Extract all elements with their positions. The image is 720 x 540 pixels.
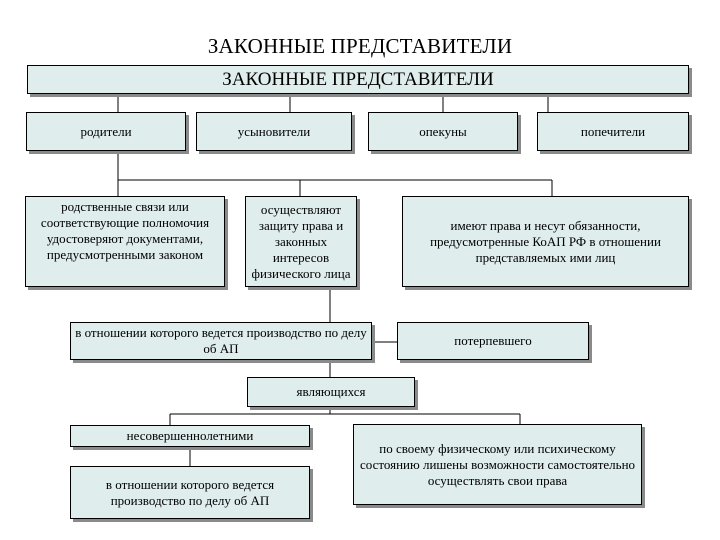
category-trustees: попечители — [537, 112, 689, 151]
description-kinship-text: родственные связи или соответствующие по… — [40, 199, 210, 262]
being-text: являющихся — [296, 384, 366, 399]
description-rights-text: имеют права и несут обязанности, предусм… — [430, 217, 661, 265]
category-adopters: усыновители — [196, 112, 352, 151]
category-parents-label: родители — [80, 123, 132, 139]
description-protect-text: осуществляют защиту права и законных инт… — [251, 201, 351, 281]
subject-proceeding-person-text: в отношении которого ведется производств… — [75, 325, 367, 356]
subject-victim: потерпевшего — [397, 322, 589, 360]
category-guardians: опекуны — [368, 112, 518, 151]
description-protect: осуществляют защиту права и законных инт… — [245, 196, 357, 287]
condition-proceeding-person-text: в отношении которого ведется производств… — [105, 476, 275, 508]
condition-incapable: по своему физическому или психическому с… — [353, 424, 642, 505]
subject-proceeding-person: в отношении которого ведется производств… — [70, 322, 372, 360]
header-box: ЗАКОННЫЕ ПРЕДСТАВИТЕЛИ — [27, 65, 689, 94]
condition-proceeding-person: в отношении которого ведется производств… — [70, 466, 310, 519]
condition-incapable-text: по своему физическому или психическому с… — [359, 440, 636, 488]
category-trustees-label: попечители — [580, 123, 646, 139]
being-box: являющихся — [247, 377, 415, 407]
condition-minors: несовершеннолетними — [70, 425, 310, 447]
description-kinship: родственные связи или соответствующие по… — [25, 196, 225, 287]
description-rights: имеют права и несут обязанности, предусм… — [402, 196, 689, 287]
category-adopters-label: усыновители — [237, 123, 311, 139]
subject-victim-text: потерпевшего — [454, 333, 532, 348]
category-parents: родители — [26, 112, 186, 151]
header-label: ЗАКОННЫЕ ПРЕДСТАВИТЕЛИ — [222, 68, 494, 90]
page-title: ЗАКОННЫЕ ПРЕДСТАВИТЕЛИ — [207, 34, 513, 58]
category-guardians-label: опекуны — [419, 123, 467, 139]
condition-minors-text: несовершеннолетними — [126, 428, 254, 443]
